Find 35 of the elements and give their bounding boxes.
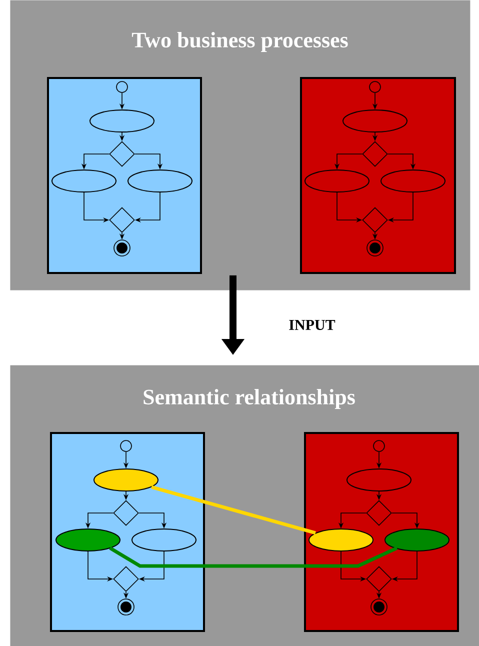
activity-ellipse <box>52 170 116 192</box>
start-circle <box>116 81 128 93</box>
end-circle <box>366 240 384 256</box>
panel-title: Two business processes <box>132 32 348 52</box>
start-circle <box>369 81 381 93</box>
activity-ellipse <box>380 170 446 192</box>
decision-diamond <box>109 207 135 233</box>
decision-diamond <box>366 566 392 592</box>
decision-diamond <box>109 141 135 167</box>
process-box <box>47 77 202 274</box>
activity-ellipse <box>132 528 196 552</box>
activity-ellipse <box>346 468 412 492</box>
end-circle <box>370 598 388 616</box>
relation-line <box>151 485 316 535</box>
activity-ellipse <box>56 528 120 552</box>
start-circle <box>120 440 132 452</box>
activity-ellipse <box>90 110 154 132</box>
end-circle <box>114 240 130 256</box>
activity-ellipse <box>94 468 158 492</box>
decision-diamond <box>362 141 388 167</box>
decision-diamond <box>113 500 139 526</box>
start-circle <box>373 440 385 452</box>
panel-title: Semantic relationships <box>144 389 355 409</box>
activity-ellipse <box>128 170 192 192</box>
activity-ellipse <box>308 528 374 552</box>
activity-ellipse <box>304 170 370 192</box>
activity-ellipse <box>342 110 408 132</box>
decision-diamond <box>366 500 392 526</box>
edge-label: INPUT <box>289 320 336 330</box>
decision-diamond <box>362 207 388 233</box>
decision-diamond <box>113 566 139 592</box>
process-box <box>300 77 456 274</box>
activity-ellipse <box>384 528 450 552</box>
relation-line <box>109 546 398 568</box>
end-circle <box>118 598 134 616</box>
